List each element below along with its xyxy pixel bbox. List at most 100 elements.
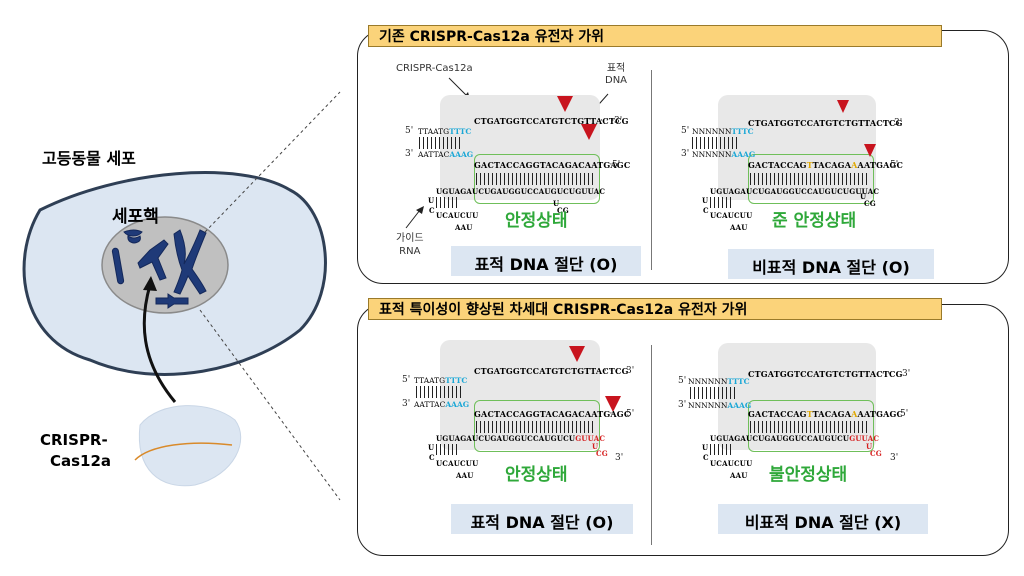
loop-tail-3: AAU	[456, 471, 474, 480]
tail-cg: CG	[557, 206, 569, 215]
target-strand-bottom-3: GACTACCAGGTACAGACAATGAGC	[474, 409, 631, 419]
loop-tail-4: AAU	[730, 471, 748, 480]
guide-rna-mod-3: GUUAC	[575, 434, 606, 443]
mismatch-3: T	[806, 409, 813, 419]
cut-site-top-3	[569, 346, 585, 362]
status-stable-2: 안정상태	[505, 465, 568, 485]
pam-top-highlight-4: TTTC	[727, 377, 750, 386]
banner-nextgen: 표적 특이성이 향상된 차세대 CRISPR-Cas12a 유전자 가위	[368, 298, 942, 320]
pam-top-prefix-4: NNNNNN	[688, 377, 728, 386]
pam-top-3: TTAATGTTTC	[414, 376, 467, 385]
bottom-post-2: AATGAGC	[857, 160, 904, 170]
pam-top-prefix: TTAATG	[418, 127, 450, 136]
status-unstable: 불안정상태	[769, 465, 848, 485]
hybrid-ladder-3	[476, 421, 594, 433]
pam-bottom-highlight-3: AAAG	[445, 400, 470, 409]
cas12a-protein	[138, 405, 242, 487]
pam-bottom-prefix-3: AATTAC	[414, 400, 446, 409]
prime-5-bottom-3: 5'	[626, 409, 635, 419]
hybrid-region	[474, 154, 600, 204]
hybrid-region-2	[748, 154, 874, 204]
annot-guide-arrow	[405, 206, 424, 229]
dots-bottom-2: · · ·	[874, 160, 889, 170]
guide-rna-strand	[134, 442, 233, 461]
cut-site-top	[557, 96, 573, 112]
dots-top-4: · · ·	[876, 369, 891, 379]
pam-bottom-prefix: AATTAC	[418, 150, 450, 159]
prime-3-top-2: 3'	[894, 118, 903, 128]
prime-5-bottom: 5'	[612, 160, 621, 170]
loop-bottom-3: UCAUCUU	[436, 459, 479, 468]
pam-bottom-3: AATTACAAAG	[414, 400, 469, 409]
panel-divider-bottom	[651, 345, 652, 545]
caption-offtarget-cut: 비표적 DNA 절단 (O)	[728, 249, 934, 279]
annot-target-line1: 표적	[606, 63, 626, 74]
prime-3-left-3: 3'	[402, 399, 411, 409]
tail-cg-2: CG	[864, 199, 876, 208]
bottom-pre-2: GACTACCAG	[748, 160, 807, 170]
prime-3-top: 3'	[614, 116, 623, 126]
cut-site-bottom-3	[605, 396, 621, 412]
stem-ladder-4	[710, 444, 732, 455]
zoom-line-top	[204, 91, 341, 233]
pam-ladder-4	[690, 387, 738, 399]
dots-top: · · ·	[600, 116, 615, 126]
caption-target-cut-2: 표적 DNA 절단 (O)	[451, 504, 633, 534]
prime-3-left-4: 3'	[678, 400, 687, 410]
target-strand-top-2: CTGATGGTCCATGTCTGTTACTCG	[748, 118, 903, 128]
guide-rna-mod-4: GUUAC	[849, 434, 880, 443]
pam-ladder	[419, 137, 463, 149]
pam-ladder-3	[416, 386, 464, 398]
hybrid-ladder-2	[750, 173, 868, 185]
status-semistable: 준 안정상태	[772, 211, 857, 231]
pam-top-prefix-2: NNNNNN	[692, 127, 732, 136]
bottom-mid-4: TACAGA	[812, 409, 852, 419]
prime-3-top-4: 3'	[902, 369, 911, 379]
loop-u-2: U	[702, 196, 709, 205]
dots-bottom-3: · · ·	[598, 409, 613, 419]
prime-5-left-2: 5'	[681, 126, 690, 136]
hybrid-region-3	[474, 400, 600, 452]
loop-u: U	[428, 196, 435, 205]
loop-c: C	[429, 206, 435, 215]
caption-target-cut: 표적 DNA 절단 (O)	[451, 246, 641, 276]
prime-3-top-3: 3'	[626, 366, 635, 376]
annot-target-line2: DNA	[605, 75, 628, 86]
chromosomes	[111, 229, 207, 309]
guide-rna-pre-3: UGUAGAUCUGAUGGUCCAUGUCU	[436, 434, 576, 443]
banner-conventional: 기존 CRISPR-Cas12a 유전자 가위	[368, 25, 942, 47]
hybrid-ladder-4	[750, 421, 868, 433]
pam-bottom-highlight-2: AAAG	[731, 150, 756, 159]
prime-3-tail-3: 3'	[615, 453, 624, 463]
prime-3-left-2: 3'	[681, 149, 690, 159]
pam-bottom-2: NNNNNNAAAG	[692, 150, 755, 159]
cell-illustration	[22, 91, 341, 501]
cell-label: 고등동물 세포	[42, 149, 136, 168]
status-stable: 안정상태	[505, 211, 568, 231]
pam-bottom: AATTACAAAG	[418, 150, 473, 159]
annot-target: 표적 DNA	[605, 63, 627, 87]
target-strand-top: CTGATGGTCCATGTCTGTTACTCG	[474, 116, 629, 126]
protein-label: CRISPR- Cas12a	[40, 430, 111, 472]
loop-bottom-4: UCAUCUU	[710, 459, 753, 468]
target-strand-bottom-4: GACTACCAGTTACAGAAAATGAGC	[748, 409, 903, 419]
nucleus-label: 세포핵	[112, 207, 159, 227]
pam-top-2: NNNNNNTTTC	[692, 127, 754, 136]
mismatch-4: A	[851, 409, 858, 419]
tail-cg-3: CG	[596, 449, 608, 458]
dots-top-3: · · ·	[604, 366, 619, 376]
loop-c-4: C	[703, 453, 709, 462]
target-strand-top-3: CTGATGGTCCATGTCTGTTACTCG	[474, 366, 629, 376]
target-strand-bottom-2: GACTACCAGTTACAGAAAATGAGC	[748, 160, 903, 170]
loop-c-3: C	[429, 453, 435, 462]
prime-5-bottom-2: 5'	[890, 160, 899, 170]
prime-5-left: 5'	[405, 126, 414, 136]
tail-cg-4: CG	[870, 449, 882, 458]
hybrid-ladder	[476, 173, 594, 185]
cut-site-bottom-2	[864, 144, 876, 157]
chromosome-1	[123, 229, 143, 244]
guide-rna-2: UGUAGAUCUGAUGGUCCAUGUCUGUUAC	[710, 187, 880, 196]
bottom-mid-2: TACAGA	[812, 160, 852, 170]
annot-guide-line2: RNA	[399, 246, 421, 257]
loop-bottom: UCAUCUU	[436, 211, 479, 220]
